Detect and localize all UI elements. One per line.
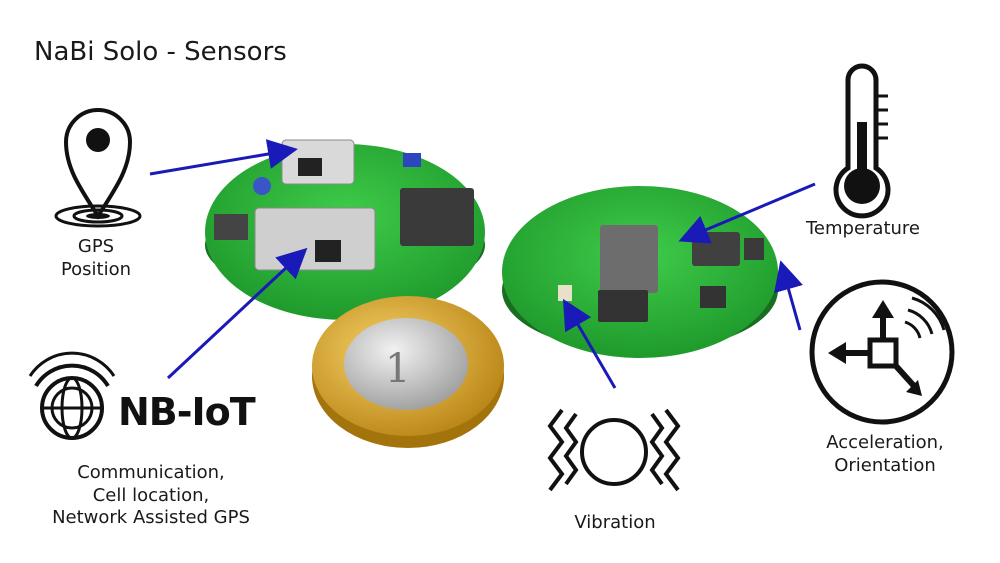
gps-label: GPS Position xyxy=(46,236,146,281)
nbiot-arrow xyxy=(166,247,308,380)
gps-arrow xyxy=(149,139,298,176)
acceleration-label-line1: Acceleration, xyxy=(826,432,944,453)
nbiot-desc-line1: Communication, xyxy=(77,462,225,483)
vibration-label: Vibration xyxy=(574,512,656,533)
vibration-arrow xyxy=(562,298,617,389)
vibration-icon xyxy=(547,408,681,492)
temperature-arrow xyxy=(678,182,816,244)
acceleration-arrow xyxy=(774,260,803,331)
gps-label-line1: GPS xyxy=(77,236,115,257)
arrows xyxy=(149,139,816,389)
svg-text:1: 1 xyxy=(385,346,410,392)
nbiot-logo-text: NB-IoT xyxy=(118,390,256,434)
euro-coin: 1 xyxy=(312,296,504,448)
left-pcb-board xyxy=(205,139,485,320)
map-pin-icon xyxy=(54,108,142,228)
thermometer-icon xyxy=(833,63,891,219)
page-title: NaBi Solo - Sensors xyxy=(34,37,287,67)
temperature-label: Temperature xyxy=(805,218,921,239)
accelerometer-icon xyxy=(809,279,955,425)
nbiot-desc-line2: Cell location, xyxy=(92,484,210,506)
nbiot-globe-icon xyxy=(28,351,116,440)
nbiot-description: Communication, Cell location, Network As… xyxy=(26,462,276,530)
right-pcb-board xyxy=(502,186,778,358)
acceleration-label: Acceleration, Orientation xyxy=(805,432,965,477)
acceleration-label-line2: Orientation xyxy=(834,454,936,476)
nbiot-desc-line3: Network Assisted GPS xyxy=(52,507,250,528)
gps-label-line2: Position xyxy=(60,258,132,280)
